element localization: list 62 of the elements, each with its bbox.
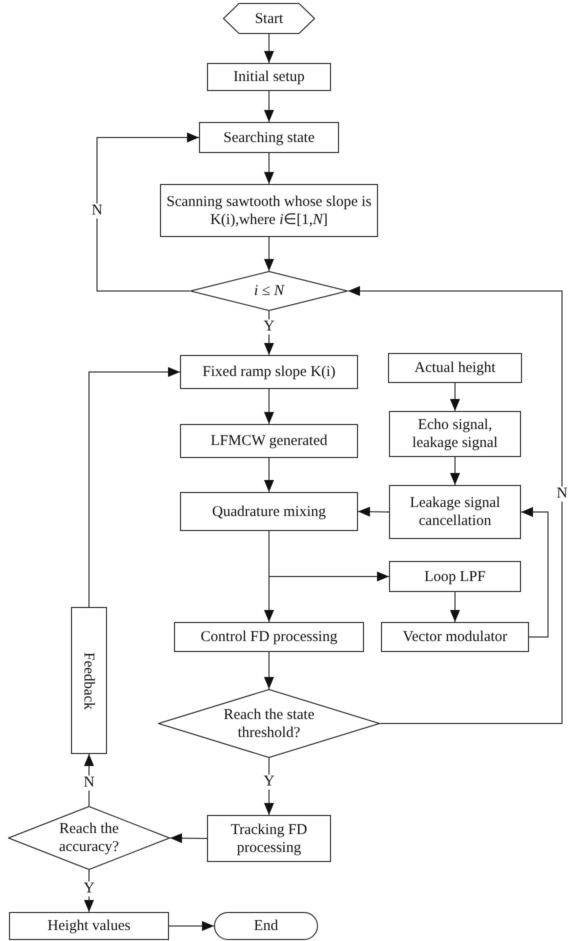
- box-label: Scanning sawtooth whose slope is K(i),where i∈[1,N]: [166, 192, 372, 228]
- arrow: [170, 833, 208, 844]
- edge-label: Y: [262, 320, 276, 334]
- arrow: [450, 382, 460, 412]
- process-box: [71, 607, 107, 754]
- process-box: [180, 492, 358, 531]
- arrow: [450, 456, 460, 486]
- arrow: [264, 758, 274, 816]
- box-label: LFMCW generated: [210, 432, 328, 450]
- process-box: [180, 424, 358, 458]
- process-box: [388, 353, 522, 383]
- box-label: Tracking FD processing: [230, 820, 308, 856]
- arrow: [264, 152, 274, 184]
- process-box: [389, 561, 521, 592]
- box-label: Control FD processing: [200, 628, 338, 646]
- box-label: i ≤ N: [253, 282, 286, 300]
- box-label: Quadrature mixing: [211, 502, 327, 520]
- box-label: Leakage signal cancellation: [408, 494, 502, 530]
- edge-label: N: [556, 486, 568, 502]
- box-label: Start: [254, 10, 284, 28]
- box-label: Height values: [46, 917, 132, 935]
- box-label: Echo signal, leakage signal: [411, 416, 499, 452]
- arrow: [264, 90, 274, 122]
- box-label: Actual height: [413, 359, 497, 377]
- process-box: [381, 622, 529, 652]
- arrow: [264, 388, 274, 424]
- box-label: Searching state: [222, 128, 316, 146]
- process-box: [160, 184, 378, 237]
- box-label: Reach the accuracy?: [58, 820, 120, 856]
- process-box: [199, 122, 339, 153]
- arrow: [264, 652, 274, 690]
- arrow: [450, 592, 460, 622]
- edge-label: N: [82, 776, 96, 790]
- arrow: [358, 506, 390, 517]
- arrow: [88, 367, 180, 608]
- box-label: Fixed ramp slope K(i): [202, 363, 336, 381]
- arrow: [264, 236, 274, 272]
- edge-label: Y: [262, 774, 276, 790]
- box-label: Feedback: [80, 652, 98, 710]
- arrow: [264, 458, 274, 492]
- arrow: [96, 132, 200, 292]
- arrow: [168, 921, 214, 931]
- box-label: Initial setup: [232, 68, 306, 86]
- arrow: [84, 754, 94, 806]
- process-box: [207, 63, 331, 91]
- box-label: End: [252, 917, 280, 935]
- process-box: [389, 485, 521, 539]
- box-label: Vector modulator: [402, 628, 508, 646]
- process-box: [207, 815, 331, 862]
- arrow: [268, 530, 390, 582]
- process-box: [180, 355, 358, 389]
- edge-label: Y: [82, 882, 96, 896]
- arrow: [520, 507, 548, 638]
- arrow: [84, 870, 94, 912]
- box-label: Reach the state threshold?: [222, 706, 316, 742]
- edge-label: N: [90, 204, 104, 218]
- process-box: [389, 411, 521, 457]
- arrow: [348, 286, 562, 724]
- process-box: [174, 622, 364, 652]
- process-box: [9, 912, 169, 940]
- box-label: Loop LPF: [423, 568, 487, 586]
- arrow: [264, 34, 274, 64]
